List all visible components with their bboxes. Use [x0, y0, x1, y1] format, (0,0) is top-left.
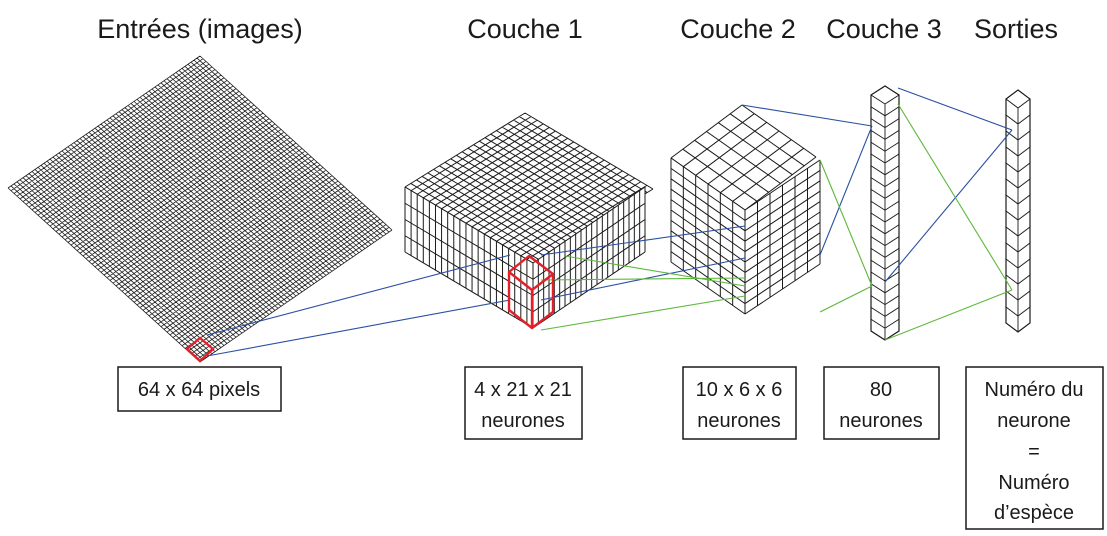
layer3-column: [870, 85, 900, 341]
layer2-right-face: [744, 159, 821, 315]
label-layer3-line1: 80: [870, 379, 892, 401]
heading-inputs: Entrées (images): [97, 14, 303, 44]
label-layer1-line1: 4 x 21 x 21: [474, 379, 572, 401]
layer2-volume: [670, 104, 821, 315]
green-link-1: [540, 277, 746, 281]
input-grid: [7, 55, 393, 363]
blue-link-1: [206, 254, 511, 336]
input-receptive-field: [185, 336, 215, 363]
blue-link-8: [884, 129, 1013, 283]
layer2-right-face-lines: [744, 159, 821, 315]
green-link-7: [884, 289, 1013, 341]
green-link-3: [564, 255, 746, 287]
input-grid-lines: [7, 55, 393, 363]
heading-outputs: Sorties: [974, 14, 1058, 44]
label-box-layer1: 4 x 21 x 21 neurones: [464, 366, 583, 440]
blue-link-5: [741, 104, 873, 127]
input-image-grid: [7, 55, 393, 363]
receptive-field-highlights: [185, 254, 555, 363]
label-layer2-line1: 10 x 6 x 6: [696, 379, 783, 401]
label-outputs-line1: Numéro du: [985, 379, 1084, 401]
label-layer1-line2: neurones: [481, 410, 564, 432]
label-layer2-line2: neurones: [697, 410, 780, 432]
heading-layer1: Couche 1: [467, 14, 583, 44]
blue-link-2: [206, 299, 511, 357]
green-link-6: [897, 103, 1013, 291]
outputs-cells: [1005, 98, 1031, 332]
blue-link-3: [540, 225, 746, 256]
output-column: [1005, 89, 1031, 333]
label-box-outputs: Numéro du neurone = Numéro d’espèce: [965, 366, 1104, 530]
layer3-cells: [870, 94, 900, 340]
heading-layer3: Couche 3: [826, 14, 942, 44]
layer2-top-face: [670, 104, 817, 211]
layer1-receptive-cube: [507, 254, 555, 330]
green-link-5: [819, 285, 873, 313]
label-inputs-line1: 64 x 64 pixels: [138, 379, 260, 401]
label-outputs-line3: =: [1028, 441, 1040, 463]
blue-link-6: [819, 125, 873, 256]
heading-layer2: Couche 2: [680, 14, 796, 44]
label-layer3-line2: neurones: [839, 410, 922, 432]
label-box-inputs: 64 x 64 pixels: [117, 366, 282, 412]
label-outputs-line2: neurone: [997, 410, 1070, 432]
label-box-layer2: 10 x 6 x 6 neurones: [682, 366, 797, 440]
layer1-volume: [404, 112, 654, 329]
connection-lines: [206, 87, 1013, 357]
blue-link-7: [897, 87, 1013, 131]
label-box-layer3: 80 neurones: [823, 366, 940, 440]
label-outputs-line5: d’espèce: [994, 502, 1074, 524]
green-link-4: [819, 159, 873, 287]
green-link-2: [540, 295, 746, 331]
label-outputs-line4: Numéro: [998, 472, 1069, 494]
